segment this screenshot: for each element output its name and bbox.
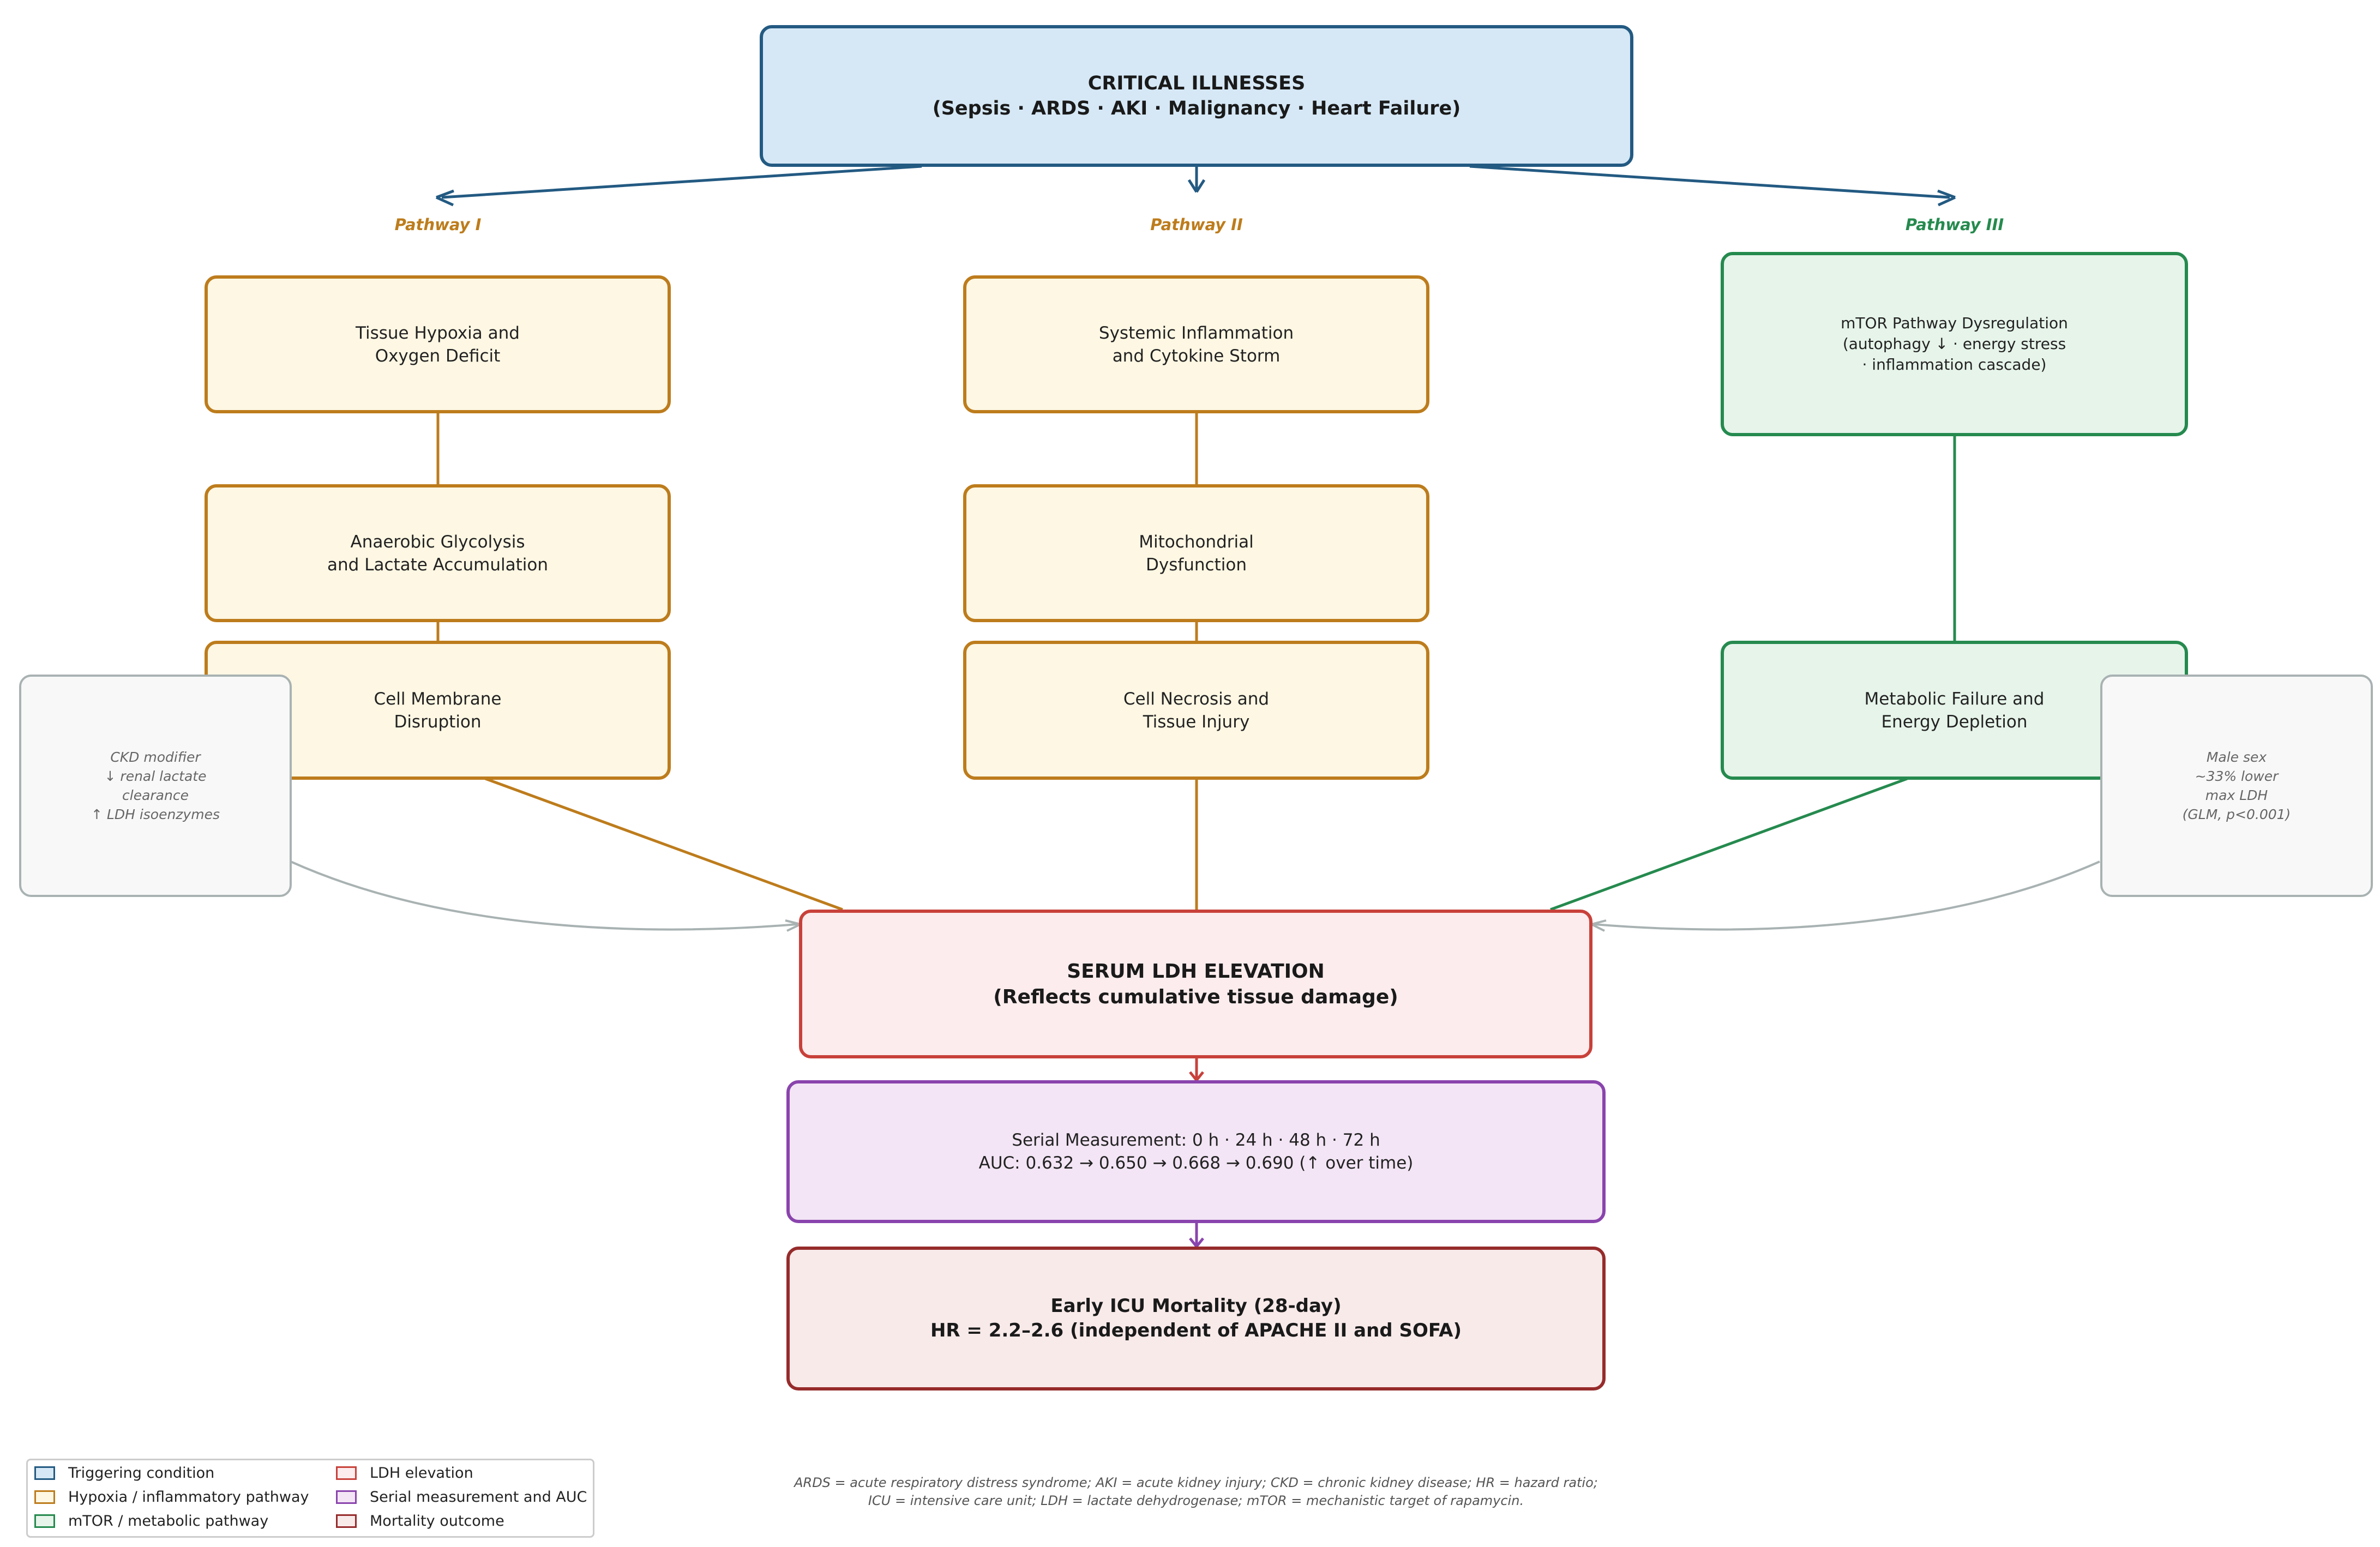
arrowhead-pathway-2 (1187, 179, 1206, 193)
arrowhead-pathway-3 (1937, 189, 1956, 207)
arrow-to-pathway-1 (441, 165, 922, 199)
ldh-title: SERUM LDH ELEVATION (1067, 960, 1325, 983)
icu-mortality-box: Early ICU Mortality (28-day) HR = 2.2–2.… (786, 1247, 1606, 1391)
trigger-arrows (435, 165, 1956, 207)
legend-item-serial: Serial measurement and AUC (336, 1489, 587, 1506)
legend-item-mtor: mTOR / metabolic pathway (34, 1513, 268, 1530)
legend-swatch (336, 1490, 357, 1504)
pathway-2-step-2: Mitochondrial Dysfunction (963, 484, 1429, 622)
legend-swatch (34, 1490, 55, 1504)
serial-measurement-box: Serial Measurement: 0 h · 24 h · 48 h · … (786, 1080, 1606, 1223)
pathway-1-step-1: Tissue Hypoxia and Oxygen Deficit (205, 275, 671, 413)
abbreviations-footnote: ARDS = acute respiratory distress syndro… (794, 1475, 1598, 1508)
legend-item-hypoxia: Hypoxia / inflammatory pathway (34, 1489, 309, 1506)
serial-auc: AUC: 0.632 → 0.650 → 0.668 → 0.690 (↑ ov… (978, 1153, 1414, 1173)
legend-swatch (336, 1514, 357, 1528)
ldh-subtitle: (Reflects cumulative tissue damage) (993, 985, 1398, 1008)
arrowhead-pathway-1 (435, 189, 454, 207)
legend-item-ldh: LDH elevation (336, 1465, 473, 1482)
legend-item-mortality: Mortality outcome (336, 1513, 504, 1530)
pathway-3-arrows (1550, 435, 1956, 911)
mortality-title: Early ICU Mortality (28-day) (1050, 1295, 1342, 1317)
pathway-3-step-1: mTOR Pathway Dysregulation (autophagy ↓ … (1721, 252, 2188, 436)
pathway-1-title: Pathway I (394, 215, 482, 234)
pathway-2-title: Pathway II (1150, 215, 1243, 234)
serum-ldh-elevation-box: SERUM LDH ELEVATION (Reflects cumulative… (799, 910, 1592, 1058)
legend-swatch (34, 1466, 55, 1480)
critical-illnesses-list: (Sepsis · ARDS · AKI · Malignancy · Hear… (932, 98, 1461, 119)
legend-swatch (34, 1514, 55, 1528)
critical-illnesses-title: CRITICAL ILLNESSES (1087, 73, 1306, 94)
legend-item-triggering: Triggering condition (34, 1465, 214, 1482)
pathway-1-step-2: Anaerobic Glycolysis and Lactate Accumul… (205, 484, 671, 622)
legend: Triggering condition Hypoxia / inflammat… (26, 1459, 594, 1538)
male-sex-modifier-box: Male sex ~33% lower max LDH (GLM, p<0.00… (2100, 675, 2373, 897)
mortality-hr: HR = 2.2–2.6 (independent of APACHE II a… (930, 1320, 1462, 1341)
legend-swatch (336, 1466, 357, 1480)
critical-illnesses-box: CRITICAL ILLNESSES (Sepsis · ARDS · AKI … (760, 25, 1633, 167)
serial-timepoints: Serial Measurement: 0 h · 24 h · 48 h · … (1012, 1130, 1380, 1150)
ckd-modifier-box: CKD modifier ↓ renal lactate clearance ↑… (19, 675, 292, 897)
pathway-3-title: Pathway III (1905, 215, 2004, 234)
pathway-1-arrows (436, 412, 843, 911)
arrow-to-pathway-3 (1469, 165, 1950, 199)
pathway-2-step-1: Systemic Inflammation and Cytokine Storm (963, 275, 1429, 413)
pathway-2-step-3: Cell Necrosis and Tissue Injury (963, 641, 1429, 780)
